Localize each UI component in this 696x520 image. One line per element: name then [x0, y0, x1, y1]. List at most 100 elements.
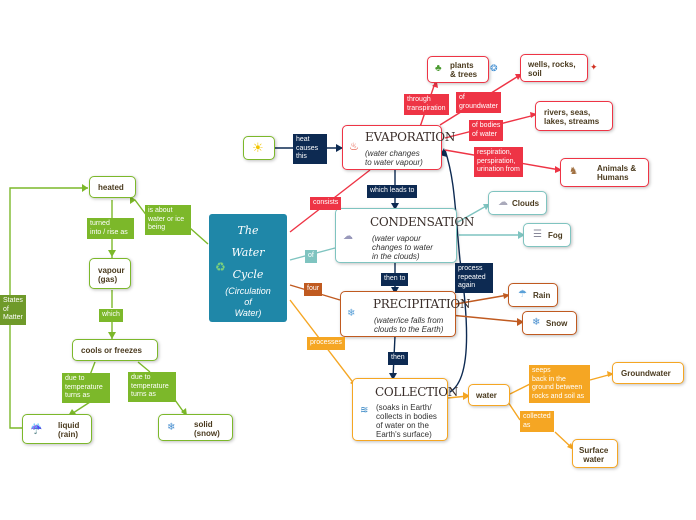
label-line: seeps	[532, 367, 551, 374]
heated-node[interactable]: heated	[89, 176, 136, 198]
condensation-title: CONDENSATION	[370, 215, 475, 229]
snow-label: Snow	[546, 319, 568, 328]
label-line: of bodies	[472, 122, 501, 129]
label-line: again	[458, 282, 476, 289]
collection-description: (soaks in Earth/ collects in bodies of w…	[376, 403, 437, 439]
label-line: rivers, seas,	[544, 108, 591, 117]
evaporation-description: (water changes to water vapour)	[365, 149, 423, 167]
label-line: lakes, streams	[544, 117, 600, 126]
evaporation-node[interactable]: ♨ EVAPORATION (water changes to water va…	[342, 125, 455, 170]
center-title-line: Water	[231, 246, 265, 259]
desc-line: (water changes	[365, 149, 420, 158]
center-subtitle-line: (Circulation	[225, 286, 271, 296]
label-line: wells, rocks,	[528, 60, 576, 69]
label-of: of	[305, 250, 317, 263]
label-line: transpiration	[407, 104, 446, 112]
rivers-node[interactable]: rivers, seas, lakes, streams	[535, 101, 613, 131]
wells-node[interactable]: wells, rocks, soil	[520, 54, 588, 82]
wave-icon: ≋	[360, 405, 369, 416]
label-line: plants	[450, 61, 474, 70]
label-line: back in the	[532, 375, 566, 383]
animals-node[interactable]: ♞ Animals & Humans	[560, 158, 649, 187]
label-line: turned	[90, 220, 110, 227]
sun-node[interactable]: ☀	[243, 136, 275, 160]
recycle-icon: ♻	[215, 260, 226, 274]
label-line: Humans	[597, 173, 629, 182]
collection-node[interactable]: ≋ COLLECTION (soaks in Earth/ collects i…	[352, 378, 458, 441]
label-line: process	[458, 265, 483, 272]
cools-freezes-label: cools or freezes	[81, 346, 142, 355]
cloud-icon: ☁	[498, 197, 508, 208]
label-temperature-2: due to temperature turns as	[128, 372, 176, 402]
heat-causes-label: heat causes this	[293, 134, 327, 164]
water-label: water	[476, 391, 497, 400]
plants-label: plants & trees	[450, 61, 477, 79]
label-is-about: is about water or ice being	[145, 205, 191, 235]
label-line: ground between	[532, 384, 583, 391]
label-line: water	[583, 455, 605, 464]
rain-snow-icon: ❄	[347, 308, 356, 319]
label-states-of-matter: States of Matter	[0, 295, 26, 325]
fog-label: Fog	[548, 231, 563, 240]
label-of-groundwater: of groundwater	[456, 92, 501, 113]
condensation-node[interactable]: ☁ CONDENSATION (water vapour changes to …	[335, 208, 474, 263]
palm-tree-icon: ♣	[435, 63, 442, 74]
clouds-label: Clouds	[512, 199, 540, 208]
label-line: through	[407, 96, 431, 103]
label-line: States	[3, 297, 23, 304]
label-turned-into: turned into / rise as	[87, 218, 134, 239]
desc-line: of water on the	[376, 421, 429, 430]
precipitation-node[interactable]: ❄ PRECIPITATION (water/ice falls from cl…	[340, 291, 470, 337]
label-line: of	[459, 94, 465, 101]
evaporation-title: EVAPORATION	[365, 130, 456, 144]
label-line: this	[296, 153, 307, 160]
water-node[interactable]: water	[468, 384, 510, 406]
cools-freezes-node[interactable]: cools or freezes	[72, 339, 158, 361]
center-subtitle-line: of	[244, 297, 252, 307]
label-line: repeated	[458, 273, 486, 281]
label-respiration: respiration, perspiration, urination fro…	[474, 147, 523, 177]
label-line: (rain)	[58, 430, 78, 439]
center-title-line: The	[237, 224, 259, 237]
label-which: which	[99, 309, 123, 322]
water-drop-icon: ❂	[490, 63, 498, 73]
label-line: Matter	[3, 314, 23, 321]
vapour-node[interactable]: vapour (gas)	[89, 258, 131, 289]
label-process-repeated: process repeated again	[455, 263, 493, 293]
collection-title: COLLECTION	[375, 385, 458, 399]
wells-label: wells, rocks, soil	[528, 60, 576, 78]
liquid-label: liquid (rain)	[58, 421, 79, 439]
desc-line: Earth's surface)	[376, 430, 432, 439]
precipitation-description: (water/ice falls from clouds to the Eart…	[374, 316, 443, 334]
label-temperature-1: due to temperature turns as	[62, 373, 110, 403]
label-line: temperature	[65, 383, 103, 391]
center-topic-water-cycle[interactable]: The Water Cycle (Circulation of Water) ♻	[209, 214, 287, 322]
label-line: perspiration,	[477, 157, 516, 165]
rivers-label: rivers, seas, lakes, streams	[544, 108, 599, 126]
label-then-to: then to	[381, 273, 409, 286]
label-line: collected	[523, 413, 551, 420]
surface-water-label: Surface water	[579, 446, 608, 464]
label-line: Surface	[579, 446, 609, 455]
clouds-node[interactable]: ☁ Clouds	[488, 191, 547, 215]
desc-line: in the clouds)	[372, 252, 420, 261]
liquid-node[interactable]: ☔ liquid (rain)	[22, 414, 92, 444]
center-subtitle: (Circulation of Water)	[209, 286, 287, 319]
label-collected-as: collected as	[520, 411, 554, 432]
fog-node[interactable]: ☰ Fog	[523, 223, 571, 247]
label-which-leads-to: which leads to	[367, 185, 418, 198]
rain-node[interactable]: ☂ Rain	[508, 283, 558, 307]
label-line: urination from	[477, 166, 520, 173]
sun-icon: ☀	[252, 140, 264, 155]
animal-human-icon: ♞	[569, 166, 578, 177]
groundwater-node[interactable]: Groundwater	[612, 362, 684, 384]
solid-node[interactable]: ❄ solid (snow)	[158, 414, 233, 441]
desc-line: to water vapour)	[365, 158, 423, 167]
desc-line: changes to water	[372, 243, 433, 252]
snow-node[interactable]: ❄ Snow	[522, 311, 577, 335]
desc-line: (soaks in Earth/	[376, 403, 432, 412]
plants-node[interactable]: ♣ plants & trees	[427, 56, 489, 83]
label-line: causes	[296, 144, 319, 152]
surface-water-node[interactable]: Surface water	[572, 439, 618, 468]
label-line: turns as	[131, 391, 156, 398]
